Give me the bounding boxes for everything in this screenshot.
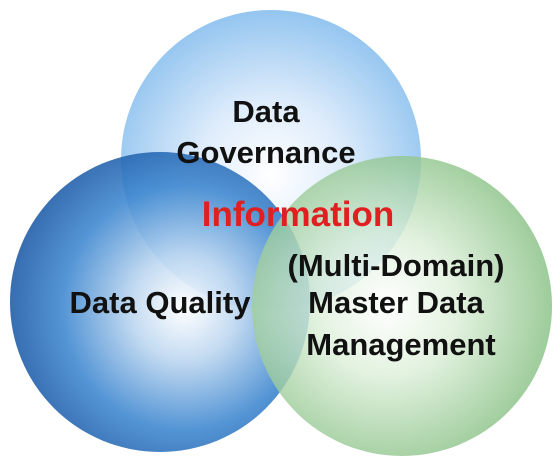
mdm-label-line2: Master Data <box>308 285 484 320</box>
data-governance-label-line2: Governance <box>176 135 355 170</box>
information-label: Information <box>202 195 394 234</box>
data-quality-label: Data Quality <box>70 285 252 320</box>
data-quality-circle <box>10 152 310 452</box>
mdm-label-line1: (Multi-Domain) <box>288 248 505 283</box>
mdm-label-line3: Management <box>306 327 495 362</box>
data-governance-label-line1: Data <box>232 94 300 129</box>
master-data-management-circle <box>252 156 552 456</box>
